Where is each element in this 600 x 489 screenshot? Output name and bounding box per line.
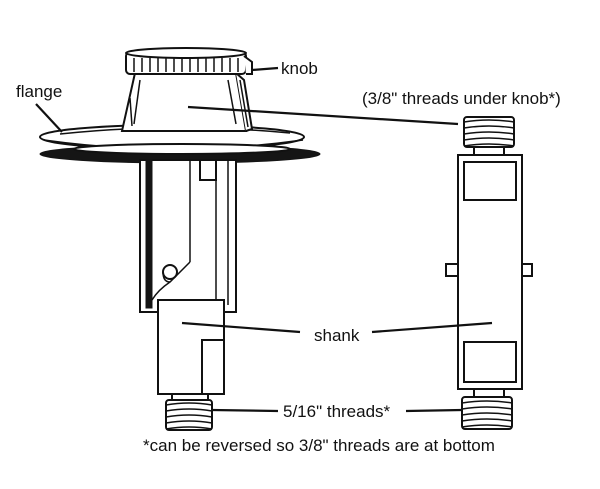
footnote: *can be reversed so 3/8" threads are at … xyxy=(143,436,495,455)
leader-lines xyxy=(35,66,493,413)
stopper-housing xyxy=(139,159,237,313)
shank-leader-left xyxy=(181,321,301,334)
bottom-threads-label: 5/16" threads* xyxy=(283,402,391,421)
left-notch xyxy=(445,263,459,277)
threads-under-knob-leader xyxy=(187,105,459,126)
knob-leader xyxy=(251,66,279,72)
bottom-threads-leader-left xyxy=(211,408,279,413)
knob-label: knob xyxy=(281,59,318,78)
upper-flat xyxy=(463,161,517,201)
top-threads xyxy=(463,116,515,156)
left-threads xyxy=(165,399,213,431)
lower-flat xyxy=(463,341,517,383)
threads-under-knob-label: (3/8" threads under knob*) xyxy=(362,89,561,108)
flange-label: flange xyxy=(16,82,62,101)
knob-body xyxy=(120,72,254,132)
loose-shank xyxy=(445,116,533,430)
flange-leader xyxy=(35,103,63,133)
bottom-threads-leader-right xyxy=(405,408,463,413)
right-notch xyxy=(521,263,533,277)
assembled-stopper xyxy=(39,47,321,431)
left-shank xyxy=(157,299,225,401)
pivot-pin xyxy=(162,264,178,280)
shank-leader-right xyxy=(371,321,493,334)
shank-label: shank xyxy=(314,326,360,345)
bottom-threads xyxy=(461,388,513,430)
knob xyxy=(125,47,253,75)
